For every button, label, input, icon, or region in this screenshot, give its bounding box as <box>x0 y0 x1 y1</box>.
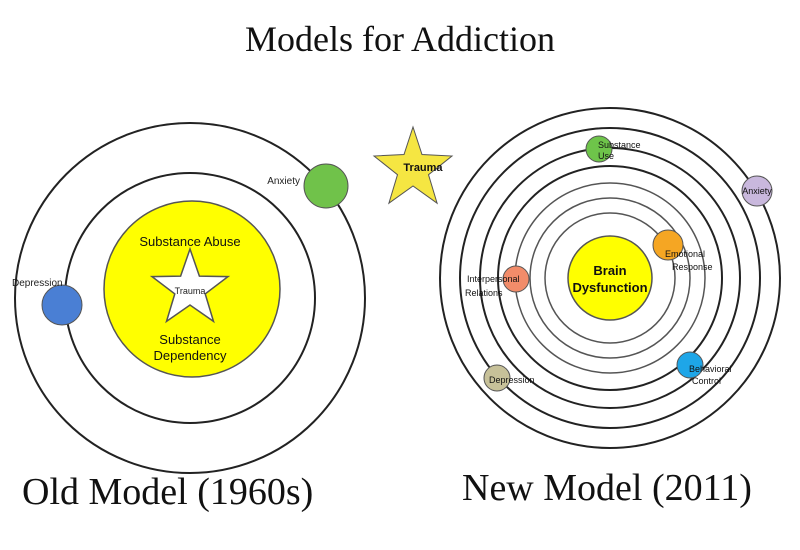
new-emotional-planet <box>652 229 684 261</box>
new-substance-line2: Use <box>598 151 614 161</box>
new-emotional-line1: Emotional <box>665 249 705 259</box>
old-anxiety-planet <box>303 163 349 209</box>
new-interpersonal-line1: Interpersonal <box>467 274 520 284</box>
old-model: Substance Abuse Trauma Substance Depende… <box>12 122 366 474</box>
new-orbit-4 <box>497 165 723 391</box>
old-depression-label: Depression <box>12 278 63 289</box>
new-orbit-1 <box>439 107 781 449</box>
new-interpersonal-line2: Relations <box>465 288 503 298</box>
old-center-line1: Substance Abuse <box>139 234 240 249</box>
new-behavioral-line1: Behavioral <box>689 364 732 374</box>
new-depression-planet <box>483 364 511 392</box>
new-interpersonal-planet <box>502 265 530 293</box>
old-center-line3: Dependency <box>154 348 227 363</box>
old-depression-planet <box>41 284 83 326</box>
old-model-caption: Old Model (1960s) <box>22 471 314 513</box>
new-substance-line1: Substance <box>598 140 641 150</box>
new-anxiety-label: Anxiety <box>742 186 772 196</box>
new-behavioral-planet <box>676 351 704 379</box>
old-anxiety-label: Anxiety <box>267 176 300 187</box>
new-trauma-label: Trauma <box>403 162 443 174</box>
new-model-caption: New Model (2011) <box>462 467 752 509</box>
new-trauma-star <box>372 125 454 205</box>
old-star-label: Trauma <box>175 286 206 296</box>
old-center-line2: Substance <box>159 332 220 347</box>
new-center-circle <box>567 235 653 321</box>
new-center-line2: Dysfunction <box>572 280 647 295</box>
page-title: Models for Addiction <box>245 19 555 59</box>
new-emotional-line2: Response <box>672 262 713 272</box>
new-depression-label: Depression <box>489 375 535 385</box>
new-anxiety-planet <box>741 175 773 207</box>
new-orbit-6 <box>529 197 691 359</box>
new-orbit-7 <box>544 212 676 344</box>
new-model: Brain Dysfunction Trauma Substance Use A… <box>372 107 781 449</box>
new-behavioral-line2: Control <box>692 376 721 386</box>
old-outer-orbit <box>14 122 366 474</box>
old-trauma-star <box>149 246 231 324</box>
new-orbit-2 <box>459 127 761 429</box>
new-substance-planet <box>585 135 613 163</box>
new-center-line1: Brain <box>593 263 626 278</box>
